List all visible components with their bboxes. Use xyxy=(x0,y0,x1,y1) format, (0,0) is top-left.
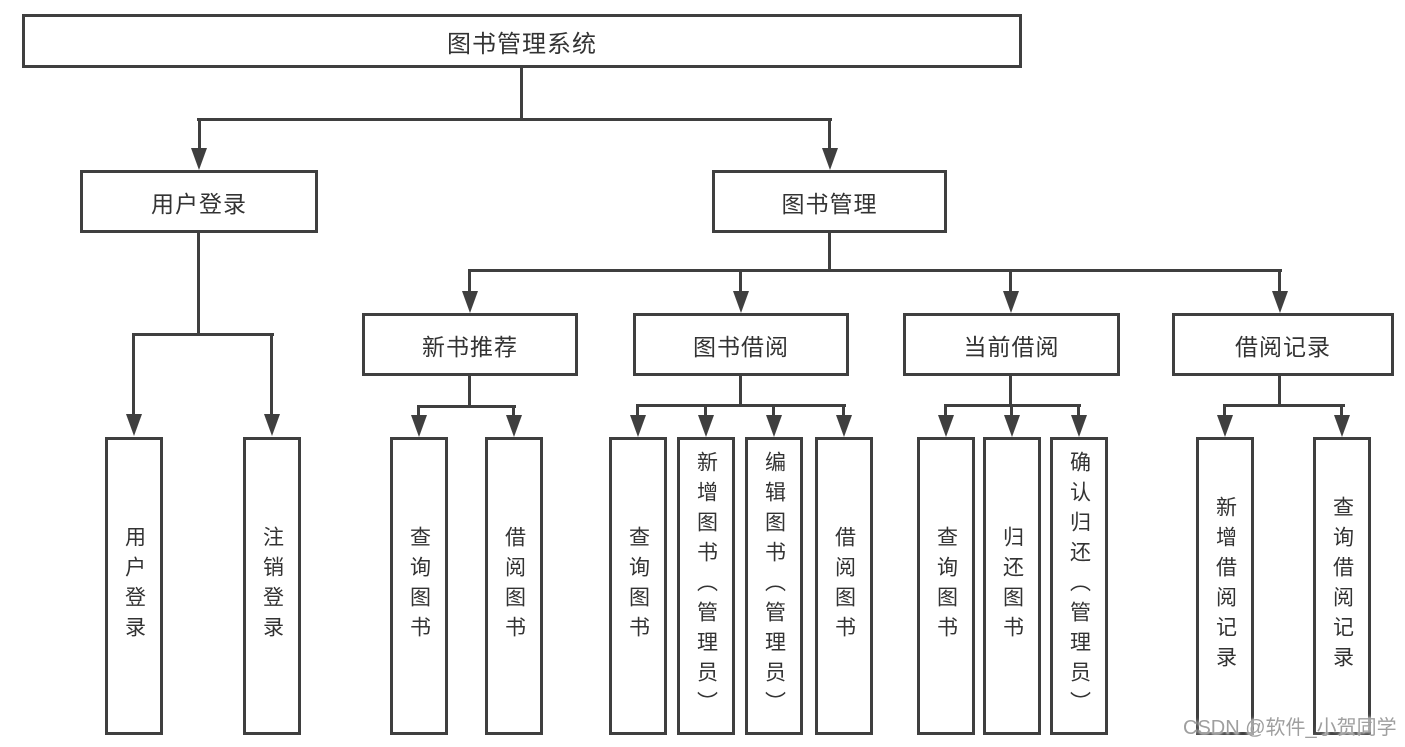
connector-line xyxy=(417,407,420,417)
leaf-label: 查询图书 xyxy=(626,526,650,646)
arrow-down-icon xyxy=(1004,415,1020,437)
arrow-down-icon xyxy=(411,415,427,437)
leaf-label: 注销登录 xyxy=(260,526,284,646)
connector-line xyxy=(1223,406,1226,417)
connector-line xyxy=(739,271,742,293)
arrow-down-icon xyxy=(1272,291,1288,313)
arrow-down-icon xyxy=(766,415,782,437)
connector-line xyxy=(198,120,201,150)
connector-line xyxy=(512,407,515,417)
arrow-down-icon xyxy=(126,414,142,436)
leaf-label: 查询借阅记录 xyxy=(1330,496,1354,676)
connector-line xyxy=(842,406,845,417)
leaf-confirm-return-admin: 确认归还（管理员） xyxy=(1050,437,1108,735)
leaf-query-books-borrowing: 查询图书 xyxy=(609,437,667,735)
connector-line xyxy=(270,335,273,416)
leaf-borrow-books: 借阅图书 xyxy=(815,437,873,735)
arrow-down-icon xyxy=(1334,415,1350,437)
leaf-label: 新增借阅记录 xyxy=(1213,496,1237,676)
leaf-add-books-admin: 新增图书（管理员） xyxy=(677,437,735,735)
leaf-label: 用户登录 xyxy=(122,526,146,646)
connector-line xyxy=(417,405,516,408)
arrow-down-icon xyxy=(462,291,478,313)
node-borrowing-records: 借阅记录 xyxy=(1172,313,1394,376)
connector-line xyxy=(636,406,639,417)
connector-line xyxy=(1009,271,1012,293)
connector-line xyxy=(704,406,707,417)
connector-line xyxy=(944,406,947,417)
leaf-label: 新增图书（管理员） xyxy=(694,451,718,721)
arrow-down-icon xyxy=(822,148,838,170)
leaf-edit-books-admin: 编辑图书（管理员） xyxy=(745,437,803,735)
connector-line xyxy=(468,269,1282,272)
leaf-label: 查询图书 xyxy=(934,526,958,646)
arrow-down-icon xyxy=(191,148,207,170)
connector-line xyxy=(1278,376,1281,406)
leaf-label: 确认归还（管理员） xyxy=(1067,451,1091,721)
arrow-down-icon xyxy=(1003,291,1019,313)
arrow-down-icon xyxy=(264,414,280,436)
connector-line xyxy=(132,333,274,336)
connector-line xyxy=(1278,271,1281,293)
connector-line xyxy=(1077,406,1080,417)
node-book-borrowing: 图书借阅 xyxy=(633,313,849,376)
leaf-add-borrow-record: 新增借阅记录 xyxy=(1196,437,1254,735)
connector-line xyxy=(739,376,742,406)
leaf-query-books-recommend: 查询图书 xyxy=(390,437,448,735)
connector-line xyxy=(468,271,471,293)
connector-line xyxy=(828,120,831,150)
connector-line xyxy=(1010,406,1013,417)
arrow-down-icon xyxy=(938,415,954,437)
arrow-down-icon xyxy=(698,415,714,437)
leaf-label: 查询图书 xyxy=(407,526,431,646)
connector-line xyxy=(1340,406,1343,417)
connector-line xyxy=(1009,376,1012,406)
connector-line xyxy=(828,233,831,272)
connector-line xyxy=(197,118,832,121)
arrow-down-icon xyxy=(1071,415,1087,437)
leaf-label: 借阅图书 xyxy=(832,526,856,646)
leaf-query-borrow-record: 查询借阅记录 xyxy=(1313,437,1371,735)
node-user-login: 用户登录 xyxy=(80,170,318,233)
leaf-borrow-books-recommend: 借阅图书 xyxy=(485,437,543,735)
arrow-down-icon xyxy=(630,415,646,437)
csdn-watermark: CSDN @软件_小贺同学 xyxy=(1183,717,1397,739)
connector-line xyxy=(636,404,846,407)
node-book-management: 图书管理 xyxy=(712,170,947,233)
leaf-return-books: 归还图书 xyxy=(983,437,1041,735)
leaf-label: 编辑图书（管理员） xyxy=(762,451,786,721)
connector-line xyxy=(772,406,775,417)
arrow-down-icon xyxy=(506,415,522,437)
leaf-label: 借阅图书 xyxy=(502,526,526,646)
arrow-down-icon xyxy=(836,415,852,437)
arrow-down-icon xyxy=(733,291,749,313)
leaf-label: 归还图书 xyxy=(1000,526,1024,646)
leaf-user-login: 用户登录 xyxy=(105,437,163,735)
leaf-logout: 注销登录 xyxy=(243,437,301,735)
node-current-borrowing: 当前借阅 xyxy=(903,313,1120,376)
connector-line xyxy=(520,68,523,121)
connector-line xyxy=(944,404,1081,407)
connector-line xyxy=(1223,404,1345,407)
node-new-book-recommendation: 新书推荐 xyxy=(362,313,578,376)
connector-line xyxy=(468,376,471,407)
connector-line xyxy=(197,233,200,336)
node-library-management-system: 图书管理系统 xyxy=(22,14,1022,68)
arrow-down-icon xyxy=(1217,415,1233,437)
connector-line xyxy=(132,335,135,416)
leaf-query-books-current: 查询图书 xyxy=(917,437,975,735)
